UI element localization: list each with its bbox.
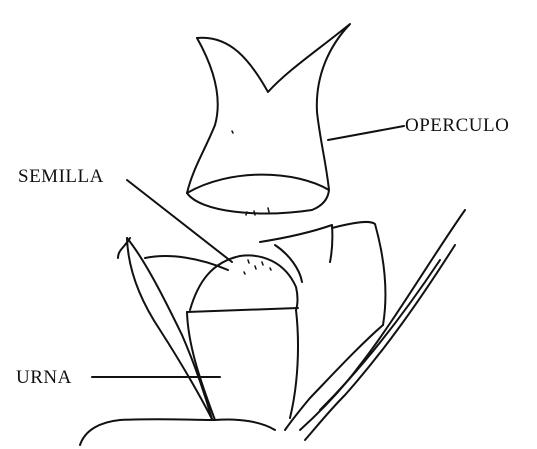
semilla-label: SEMILLA [18,167,104,186]
urn-shape [80,210,465,445]
urna-label: URNA [16,368,72,387]
operculum-shape [187,24,350,215]
operculum-leader-line [328,126,404,140]
operculo-label: OPERCULO [405,116,509,135]
seed-leader-line [127,180,232,262]
